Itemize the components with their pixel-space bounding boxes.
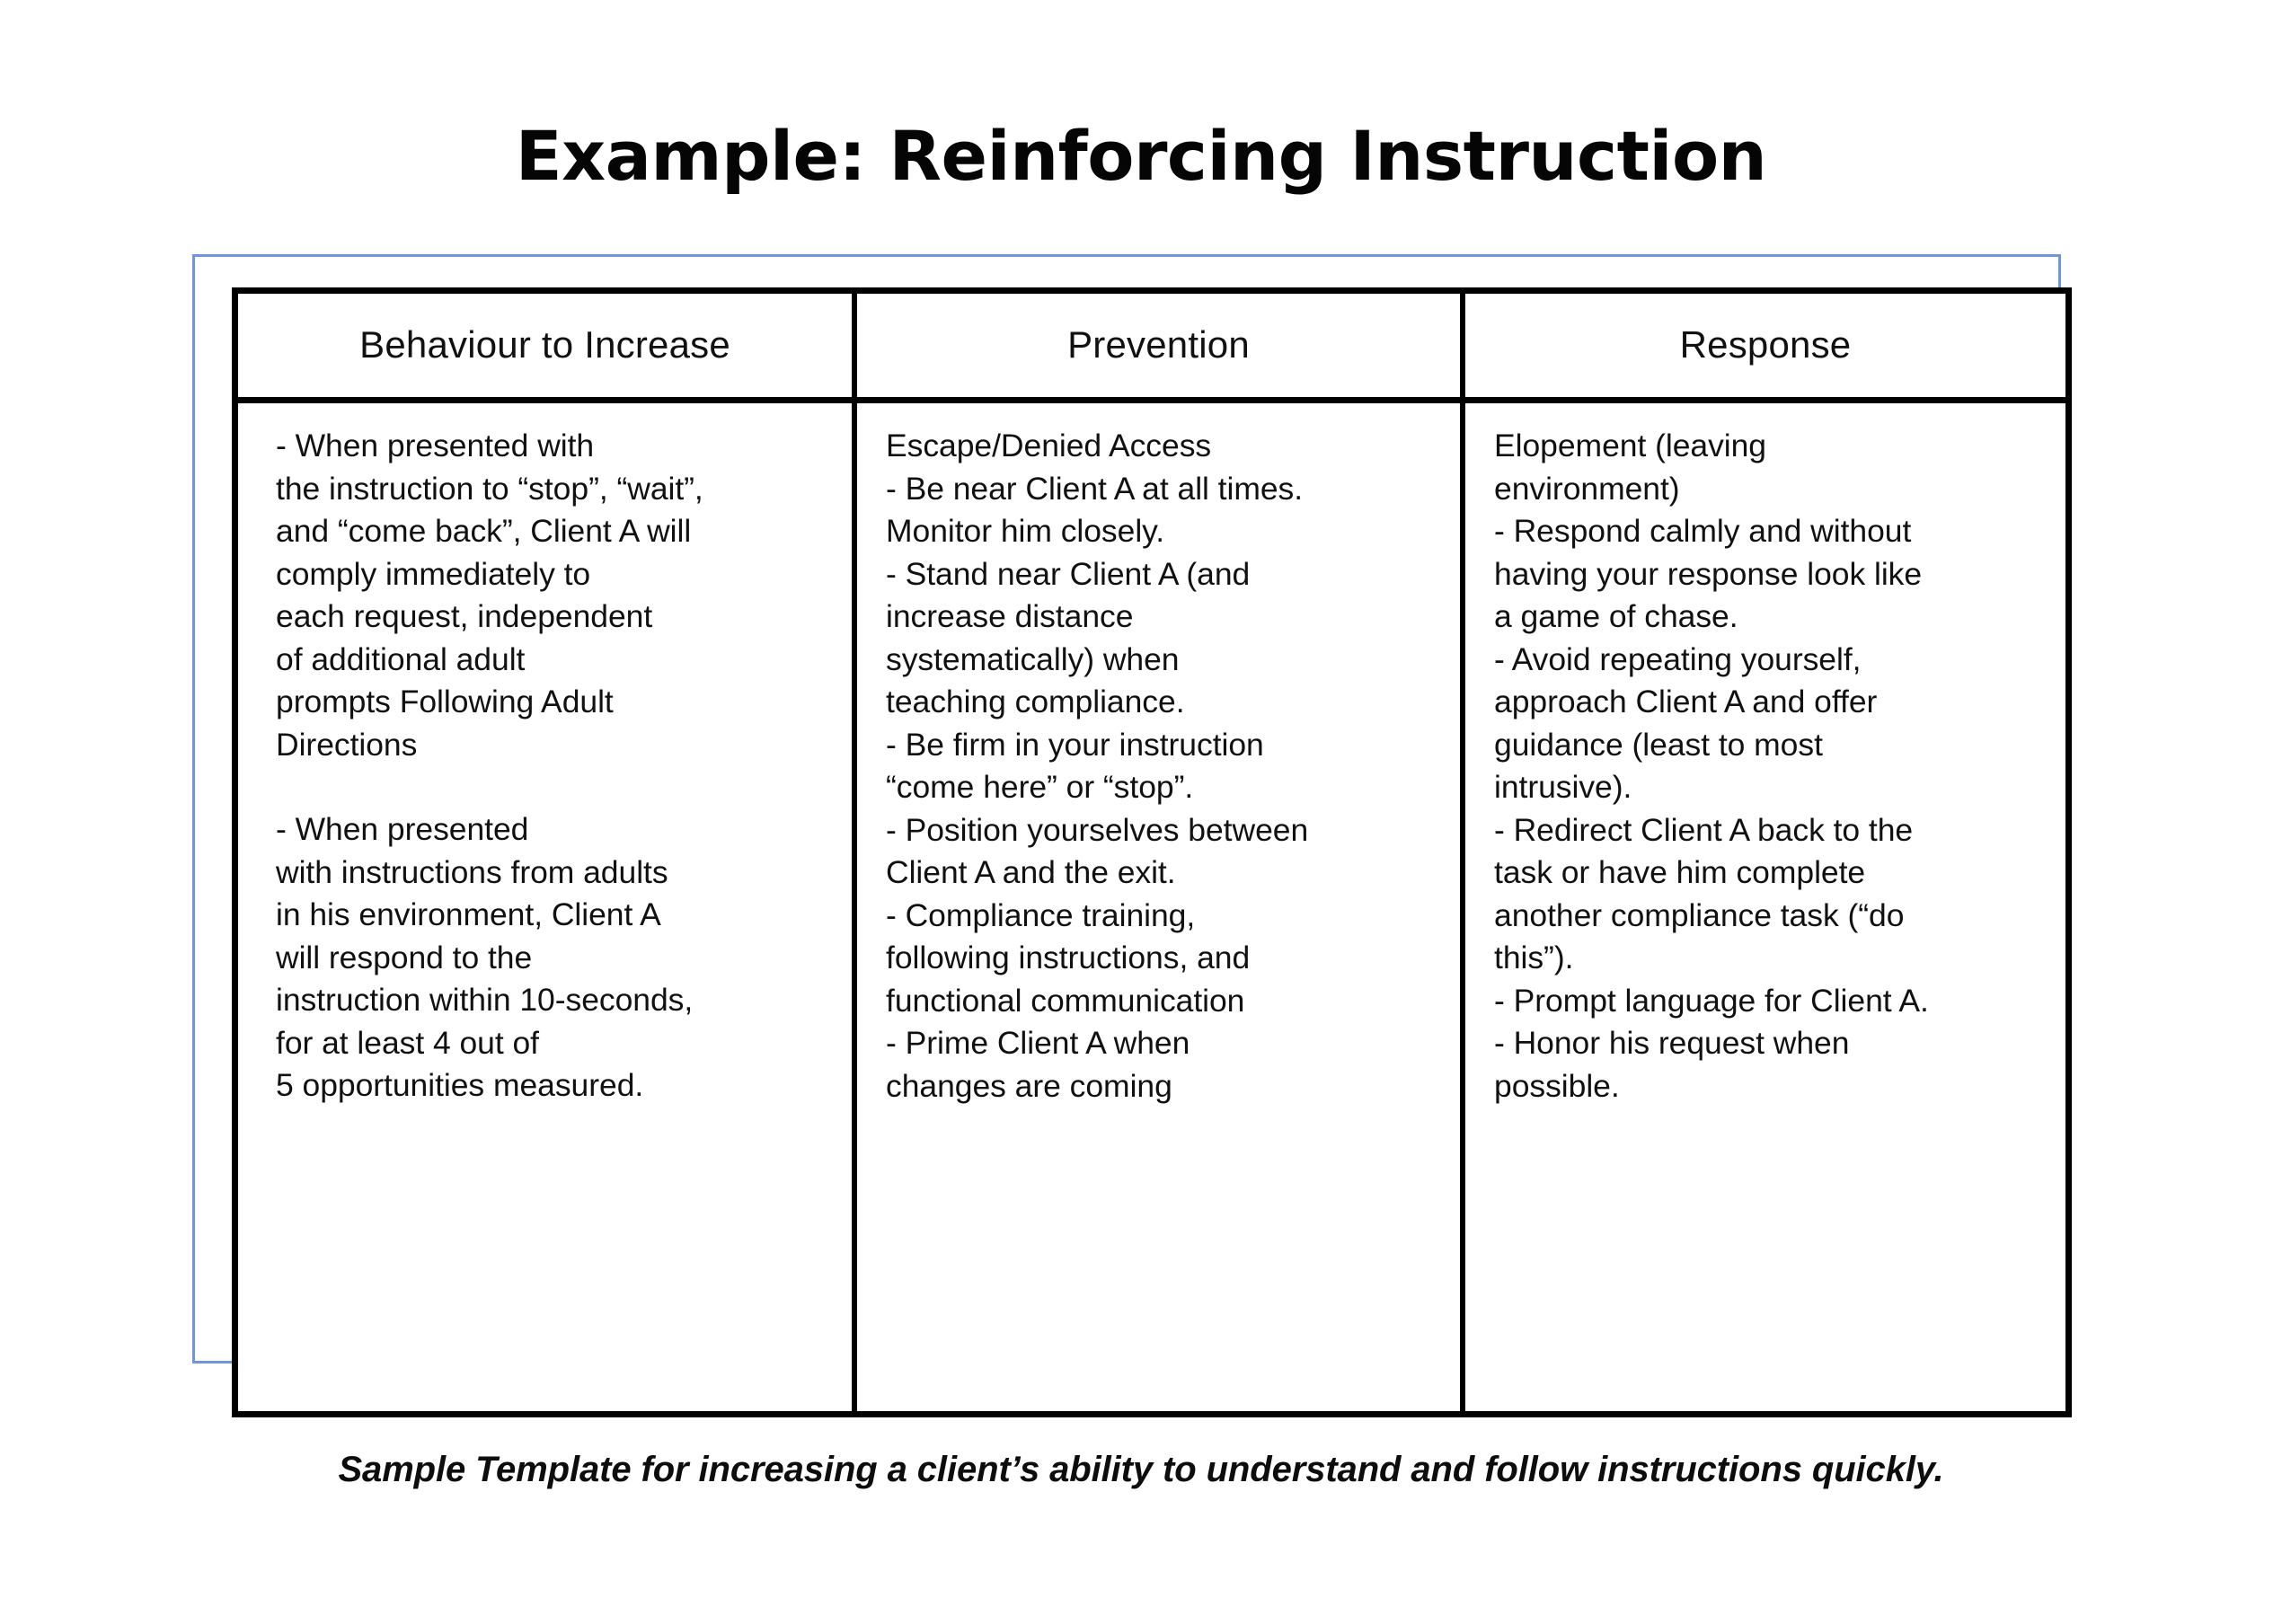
table-caption: Sample Template for increasing a client’… (338, 1450, 1944, 1489)
cell-paragraph: - When presented with the instruction to… (276, 428, 703, 763)
table-cell-response: Elopement (leaving environment) - Respon… (1465, 403, 2065, 1411)
page-title: Example: Reinforcing Instruction (515, 115, 1767, 196)
table-header-row: Behaviour to Increase Prevention Respons… (238, 294, 2065, 403)
cell-paragraph: - When presented with instructions from … (276, 811, 694, 1103)
column-header-label: Prevention (1067, 323, 1250, 366)
column-header-label: Response (1679, 323, 1852, 366)
cell-paragraph: Escape/Denied Access - Be near Client A … (886, 428, 1309, 1104)
table-header-cell-response: Response (1465, 294, 2065, 397)
table-header-cell-prevention: Prevention (852, 294, 1465, 397)
table-cell-behaviour-to-increase: - When presented with the instruction to… (238, 403, 852, 1411)
table-body-row: - When presented with the instruction to… (238, 403, 2065, 1411)
table-header-cell-behaviour-to-increase: Behaviour to Increase (238, 294, 852, 397)
column-header-label: Behaviour to Increase (359, 323, 730, 366)
table-cell-prevention: Escape/Denied Access - Be near Client A … (852, 403, 1465, 1411)
cell-paragraph: Elopement (leaving environment) - Respon… (1494, 428, 1929, 1104)
behaviour-plan-table: Behaviour to Increase Prevention Respons… (232, 287, 2072, 1417)
